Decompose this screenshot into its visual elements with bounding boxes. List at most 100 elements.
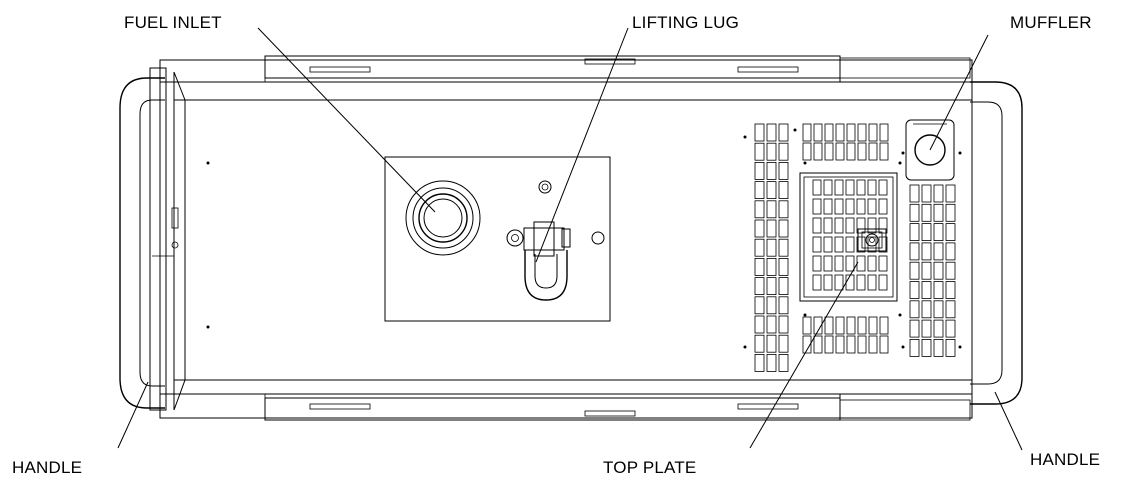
vent-slot — [766, 161, 777, 180]
vent-slot — [813, 142, 823, 161]
vent-slot — [879, 335, 889, 354]
vent-slot — [754, 161, 765, 180]
vent-slot — [857, 316, 867, 335]
vent-slot — [857, 142, 867, 161]
vent-slot — [754, 219, 765, 238]
vent-slot — [879, 123, 889, 142]
vent-slot — [778, 315, 789, 334]
vent-slot — [824, 335, 834, 354]
vent-slot — [766, 123, 777, 142]
vent-slot — [921, 184, 932, 203]
vent-slot — [856, 274, 866, 291]
vent-slot — [802, 335, 812, 354]
vent-slot — [945, 300, 956, 319]
vent-slot — [933, 319, 944, 338]
vent-slot — [921, 223, 932, 242]
vent-slot — [778, 161, 789, 180]
vent-slot — [766, 238, 777, 257]
vent-slot — [846, 123, 856, 142]
vent-slot — [856, 217, 866, 234]
vent-slot — [813, 123, 823, 142]
rails — [264, 55, 971, 421]
vent-slot — [933, 261, 944, 280]
vent-slot — [802, 123, 812, 142]
vent-slot — [921, 319, 932, 338]
vent-slot — [909, 203, 920, 222]
label-handle-left: HANDLE — [12, 458, 83, 477]
vent-slot — [867, 274, 877, 291]
vent-slot — [812, 255, 822, 272]
vent-slot — [802, 142, 812, 161]
vent-slot — [823, 179, 833, 196]
vent-slot — [766, 277, 777, 296]
vent-grid — [754, 123, 956, 372]
vent-slot — [921, 338, 932, 357]
vent-slot — [867, 217, 877, 234]
vent-slot — [945, 261, 956, 280]
vent-slot — [754, 277, 765, 296]
vent-block-bottom-center — [802, 316, 889, 354]
lifting-lug-drawing — [506, 221, 571, 301]
vent-slot — [909, 242, 920, 261]
vent-slot — [945, 223, 956, 242]
vent-slot — [945, 184, 956, 203]
muffler-drawing — [905, 119, 955, 181]
vent-slot — [834, 217, 844, 234]
vent-slot — [823, 198, 833, 215]
vent-slot — [802, 316, 812, 335]
vent-slot — [778, 334, 789, 353]
vent-slot — [846, 316, 856, 335]
vent-slot — [857, 335, 867, 354]
vent-slot — [933, 203, 944, 222]
vent-slot — [933, 300, 944, 319]
vent-slot — [778, 257, 789, 276]
label-handle-right: HANDLE — [1030, 450, 1101, 469]
vent-block-inner — [812, 179, 888, 291]
vent-slot — [845, 255, 855, 272]
vent-slot — [823, 236, 833, 253]
vent-slot — [812, 274, 822, 291]
vent-slot — [754, 315, 765, 334]
handle-right-drawing — [970, 81, 1023, 405]
vent-slot — [878, 274, 888, 291]
vent-slot — [778, 238, 789, 257]
vent-slot — [846, 142, 856, 161]
vent-slot — [845, 217, 855, 234]
vent-slot — [878, 255, 888, 272]
vent-slot — [868, 316, 878, 335]
vent-slot — [766, 200, 777, 219]
vent-slot — [857, 123, 867, 142]
vent-slot — [845, 274, 855, 291]
vent-slot — [766, 142, 777, 161]
vent-slot — [824, 123, 834, 142]
vent-slot — [933, 242, 944, 261]
vent-slot — [909, 261, 920, 280]
vent-slot — [945, 281, 956, 299]
vent-slot — [778, 296, 789, 315]
vent-slot — [868, 335, 878, 354]
vent-slot — [754, 296, 765, 315]
vent-slot — [754, 257, 765, 276]
vent-slot — [766, 296, 777, 315]
vent-slot — [778, 200, 789, 219]
vent-slot — [778, 123, 789, 142]
vent-slot — [812, 236, 822, 253]
vent-slot — [766, 353, 777, 372]
vent-slot — [878, 236, 888, 253]
vent-slot — [823, 274, 833, 291]
vent-slot — [921, 242, 932, 261]
vent-slot — [856, 236, 866, 253]
vent-slot — [909, 281, 920, 299]
vent-slot — [867, 179, 877, 196]
vent-slot — [921, 203, 932, 222]
handle-left-drawing — [119, 77, 165, 409]
vent-slot — [823, 255, 833, 272]
label-muffler: MUFFLER — [1010, 13, 1092, 32]
vent-slot — [754, 334, 765, 353]
label-top-plate: TOP PLATE — [603, 458, 697, 477]
vent-slot — [778, 353, 789, 372]
vent-block-left — [754, 123, 789, 372]
vent-slot — [879, 316, 889, 335]
